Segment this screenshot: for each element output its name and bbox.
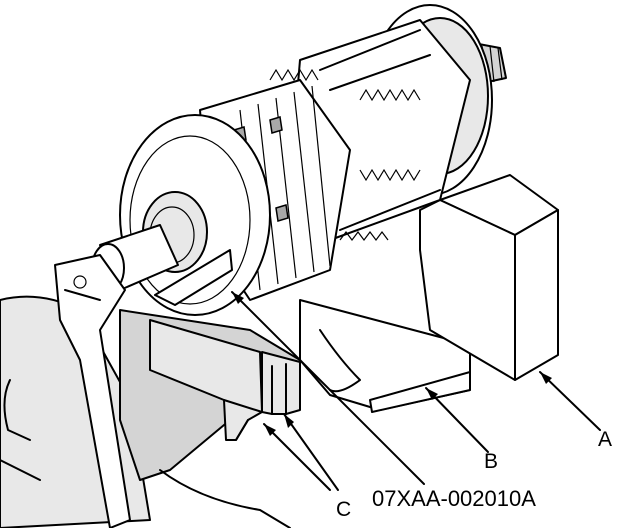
c-leader-1 (263, 423, 331, 491)
jaw-pads-c (149, 319, 301, 441)
gear-teeth (269, 68, 421, 241)
fixture-plate-b (299, 299, 471, 413)
b-leader (425, 387, 489, 453)
c-leader-2 (283, 413, 339, 491)
support-block-a (419, 174, 559, 381)
tool-leader (231, 291, 425, 485)
callout-c: C (336, 498, 351, 521)
a-leader (539, 371, 601, 431)
callout-b: B (484, 450, 498, 473)
tool-part-number: 07XAA-002010A (372, 486, 536, 511)
special-tool (154, 249, 233, 306)
puller-handle (54, 254, 131, 528)
leader-lines (231, 291, 601, 491)
mainshaft-gear-assembly (91, 4, 507, 316)
callout-a: A (598, 428, 612, 451)
